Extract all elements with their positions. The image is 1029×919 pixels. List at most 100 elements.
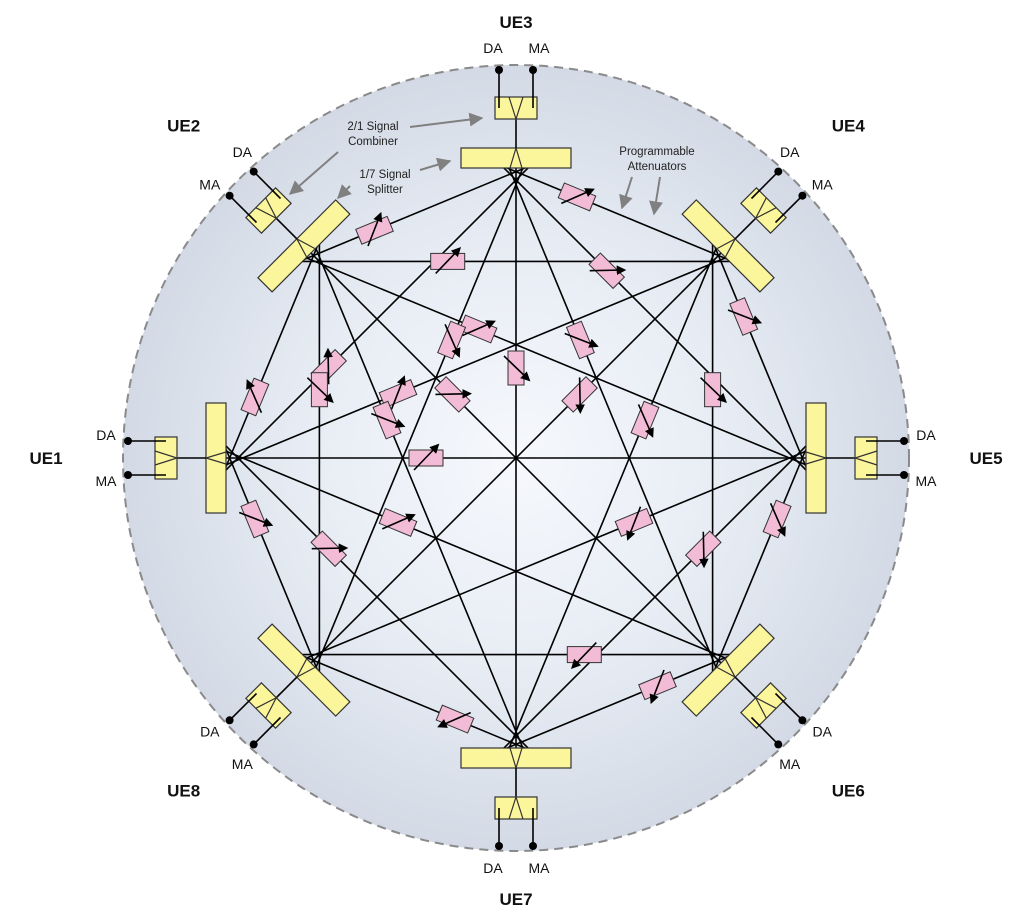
ue-label-ue7: UE7 — [499, 890, 532, 909]
ue-node-group — [124, 66, 908, 850]
port-label-ue8-ma: MA — [232, 756, 254, 772]
ue-label-ue5: UE5 — [969, 449, 1002, 468]
port-label-ue2-da: DA — [233, 144, 253, 160]
mesh-link-ue1-ue2 — [215, 222, 328, 492]
combiner-ue5 — [853, 436, 878, 480]
mesh-link-ue4-ue8 — [303, 245, 729, 671]
attenuator-ue6-ue7 — [638, 669, 677, 705]
port-ue1-da — [124, 437, 132, 445]
splitter-ue2 — [257, 199, 351, 293]
attenuator-ue4-ue6 — [700, 372, 727, 408]
port-ue6-da — [798, 716, 807, 725]
mesh-link-ue4-ue7 — [504, 237, 722, 759]
mesh-link-ue2-ue3 — [280, 157, 550, 270]
mesh-link-ue5-ue8 — [295, 446, 817, 664]
attenuator-ue4-ue5 — [727, 297, 763, 336]
port-ue4-ma — [798, 191, 807, 200]
mesh-link-ue6-ue7 — [482, 646, 752, 759]
attenuator-ue3-ue6 — [564, 320, 599, 360]
splitter-annotation-line1: 1/7 Signal — [359, 169, 410, 181]
attenuator-ue2-ue5 — [458, 314, 498, 344]
mesh-link-ue5-ue6 — [704, 424, 817, 694]
mesh-link-ue5-ue7 — [493, 435, 817, 759]
port-label-ue8-da: DA — [200, 724, 220, 740]
port-label-ue5-ma: MA — [916, 473, 938, 489]
attenuators-annotation-arrow-2 — [649, 176, 663, 216]
splitter-ue8 — [257, 623, 351, 717]
port-ue1-ma — [124, 471, 132, 479]
splitter-annotation-arrow-2 — [337, 184, 352, 199]
combiner-ue6 — [740, 682, 787, 729]
attenuator-group — [238, 182, 792, 734]
combiner-annotation-arrow — [409, 112, 484, 128]
port-ue5-ma — [900, 471, 908, 479]
attenuator-ue1-ue7 — [310, 530, 349, 568]
ue-label-ue2: UE2 — [167, 117, 200, 136]
ue-label-ue1: UE1 — [29, 449, 62, 468]
ue-label-ue3: UE3 — [499, 13, 532, 32]
ue-label-ue8: UE8 — [167, 781, 200, 800]
port-label-ue1-ma: MA — [96, 473, 118, 489]
port-ue3-da — [495, 66, 503, 74]
attenuators-annotation-arrow — [619, 176, 633, 210]
port-label-ue7-da: DA — [483, 860, 503, 876]
attenuator-ue2-ue4 — [430, 247, 466, 274]
attenuator-ue4-ue7 — [630, 400, 660, 440]
mesh-wires — [215, 157, 817, 759]
mesh-link-ue3-ue6 — [504, 157, 722, 679]
splitter-ue4 — [681, 199, 775, 293]
mesh-link-ue7-ue8 — [280, 646, 550, 759]
port-ue2-da — [249, 167, 258, 176]
attenuator-ue3-ue7 — [503, 350, 531, 386]
attenuator-ue5-ue8 — [614, 506, 654, 541]
port-label-ue7-ma: MA — [529, 860, 551, 876]
ue-node-ue8 — [225, 623, 351, 749]
port-ue7-da — [495, 842, 503, 850]
attenuator-ue5-ue7 — [684, 530, 722, 569]
attenuator-ue2-ue3 — [355, 211, 394, 247]
attenuator-ue1-ue4 — [378, 375, 418, 410]
combiner-annotation-line2: Combiner — [348, 136, 398, 148]
combiner-annotation-line1: 2/1 Signal — [347, 121, 398, 133]
splitter-ue1 — [203, 402, 227, 514]
splitter-ue7 — [460, 747, 572, 771]
attenuator-ue5-ue6 — [762, 499, 792, 539]
port-ue4-da — [774, 167, 783, 176]
attenuator-ue1-ue2 — [240, 377, 270, 417]
port-label-ue3-ma: MA — [529, 40, 551, 56]
port-ue6-ma — [774, 740, 783, 749]
port-label-ue6-da: DA — [812, 724, 832, 740]
mesh-link-ue2-ue5 — [295, 252, 817, 470]
attenuator-ue6-ue8 — [566, 642, 602, 669]
ue-node-ue5 — [805, 402, 908, 514]
port-ue3-ma — [529, 66, 537, 74]
splitter-ue6 — [681, 623, 775, 717]
port-label-ue4-da: DA — [780, 144, 800, 160]
port-label-ue4-ma: MA — [812, 176, 834, 192]
combiner-ue3 — [494, 96, 538, 121]
splitter-ue5 — [805, 402, 829, 514]
port-ue7-ma — [529, 842, 537, 850]
attenuator-ue3-ue8 — [437, 320, 467, 360]
splitter-annotation-line2: Splitter — [367, 184, 403, 196]
port-label-ue5-da: DA — [916, 427, 936, 443]
port-ue8-ma — [249, 740, 258, 749]
attenuator-ue1-ue6 — [378, 507, 418, 537]
attenuator-ue3-ue4 — [557, 182, 597, 212]
mesh-link-ue1-ue8 — [215, 424, 328, 694]
mesh-link-ue4-ue5 — [704, 222, 817, 492]
mesh-link-ue1-ue4 — [215, 252, 737, 470]
attenuator-ue2-ue6 — [434, 376, 472, 413]
combiner-ue2 — [245, 187, 292, 234]
port-label-ue1-da: DA — [96, 427, 116, 443]
attenuator-ue2-ue7 — [371, 400, 406, 440]
combiner-ue7 — [494, 795, 538, 820]
attenuators-annotation-line2: Attenuators — [628, 161, 687, 173]
ue-label-ue6: UE6 — [832, 781, 865, 800]
combiner-ue8 — [245, 682, 292, 729]
port-ue5-da — [900, 437, 908, 445]
attenuator-ue4-ue8 — [561, 376, 598, 414]
splitter-ue3 — [460, 145, 572, 169]
mesh-link-ue2-ue7 — [310, 237, 528, 759]
